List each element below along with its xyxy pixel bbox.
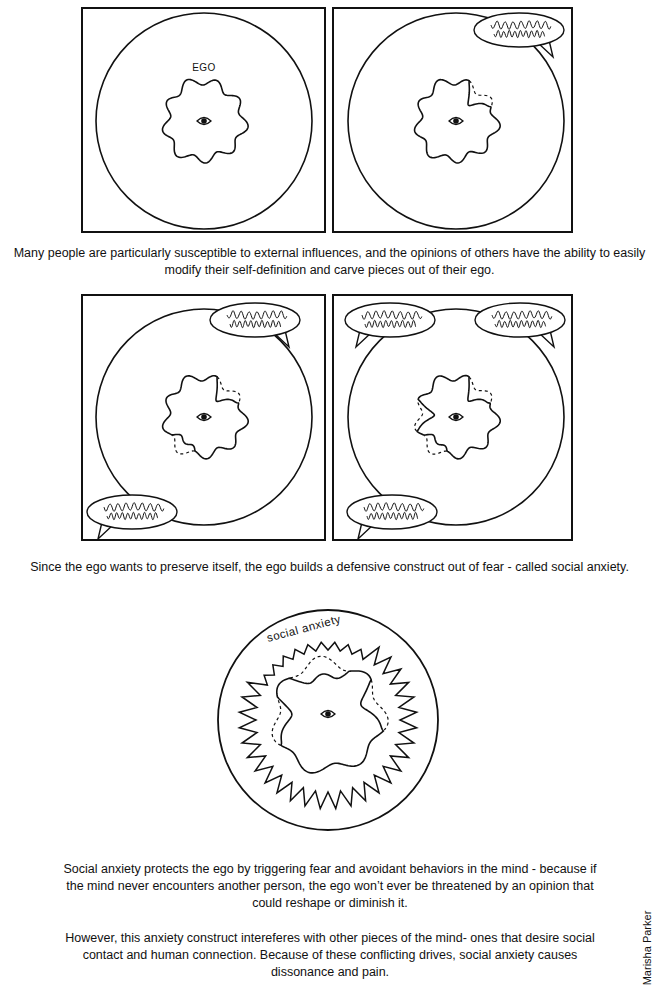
carved-piece: [415, 399, 423, 431]
eye-pupil: [453, 414, 459, 420]
eye: [197, 118, 211, 125]
eye-pupil: [453, 118, 459, 124]
eye-pupil: [201, 414, 207, 420]
scribble: [362, 311, 422, 320]
scribble: [491, 21, 551, 30]
mind-circle: [218, 610, 438, 830]
carved-piece: [469, 377, 492, 403]
ego-outline: [277, 671, 384, 773]
anxiety-figure: [218, 610, 438, 830]
speech-bubble: [474, 13, 564, 47]
ego-label: EGO: [192, 61, 216, 75]
ego-outline: [163, 376, 249, 459]
panel: [333, 295, 572, 540]
ring-label: social anxiety: [265, 612, 342, 647]
mind-circle: [348, 309, 564, 525]
paragraph: Social anxiety protects the ego by trigg…: [58, 861, 602, 912]
anxiety-spikes: [239, 642, 416, 808]
panel: [82, 295, 325, 540]
mind-circle: [348, 13, 564, 229]
panel-frame: [333, 295, 572, 540]
speech-bubble: [347, 495, 437, 529]
panel-frame: [333, 8, 572, 232]
scribble: [365, 320, 416, 327]
carved-piece: [217, 377, 240, 403]
eye-pupil: [325, 711, 331, 717]
speech-bubble: [345, 303, 435, 337]
scribble: [104, 503, 164, 512]
caption: Many people are particularly susceptible…: [10, 245, 649, 279]
carved-piece: [172, 435, 194, 454]
scribble: [364, 503, 424, 512]
speech-bubble: [475, 303, 565, 337]
eye: [449, 118, 463, 125]
panel-frame: [82, 8, 325, 232]
panel: [82, 8, 325, 232]
speech-bubble: [210, 303, 300, 337]
carved-piece: [469, 81, 492, 107]
scribble: [492, 311, 552, 320]
panel-frame: [82, 295, 325, 540]
signature: Marisha Parker: [640, 911, 655, 986]
scribble: [367, 512, 418, 519]
eye-pupil: [201, 118, 207, 124]
eye: [449, 414, 463, 421]
scribble: [227, 311, 287, 320]
mind-circle: [96, 309, 312, 525]
ego-outline: [417, 376, 500, 459]
ego-outline: [163, 79, 249, 163]
eye: [197, 414, 211, 421]
caption: Since the ego wants to preserve itself, …: [10, 559, 649, 576]
scribble: [107, 512, 158, 519]
carved-piece: [371, 680, 388, 730]
ego-outline: [415, 80, 501, 163]
mind-circle: [96, 13, 312, 229]
scribble: [230, 320, 281, 327]
scribble: [494, 30, 545, 37]
panel: [333, 8, 572, 232]
carved-piece: [272, 699, 281, 746]
eye: [321, 711, 335, 718]
carved-piece: [290, 656, 348, 678]
carved-piece: [424, 435, 447, 454]
speech-bubble: [87, 495, 177, 529]
paragraph: However, this anxiety construct interefe…: [50, 930, 610, 981]
scribble: [495, 320, 546, 327]
